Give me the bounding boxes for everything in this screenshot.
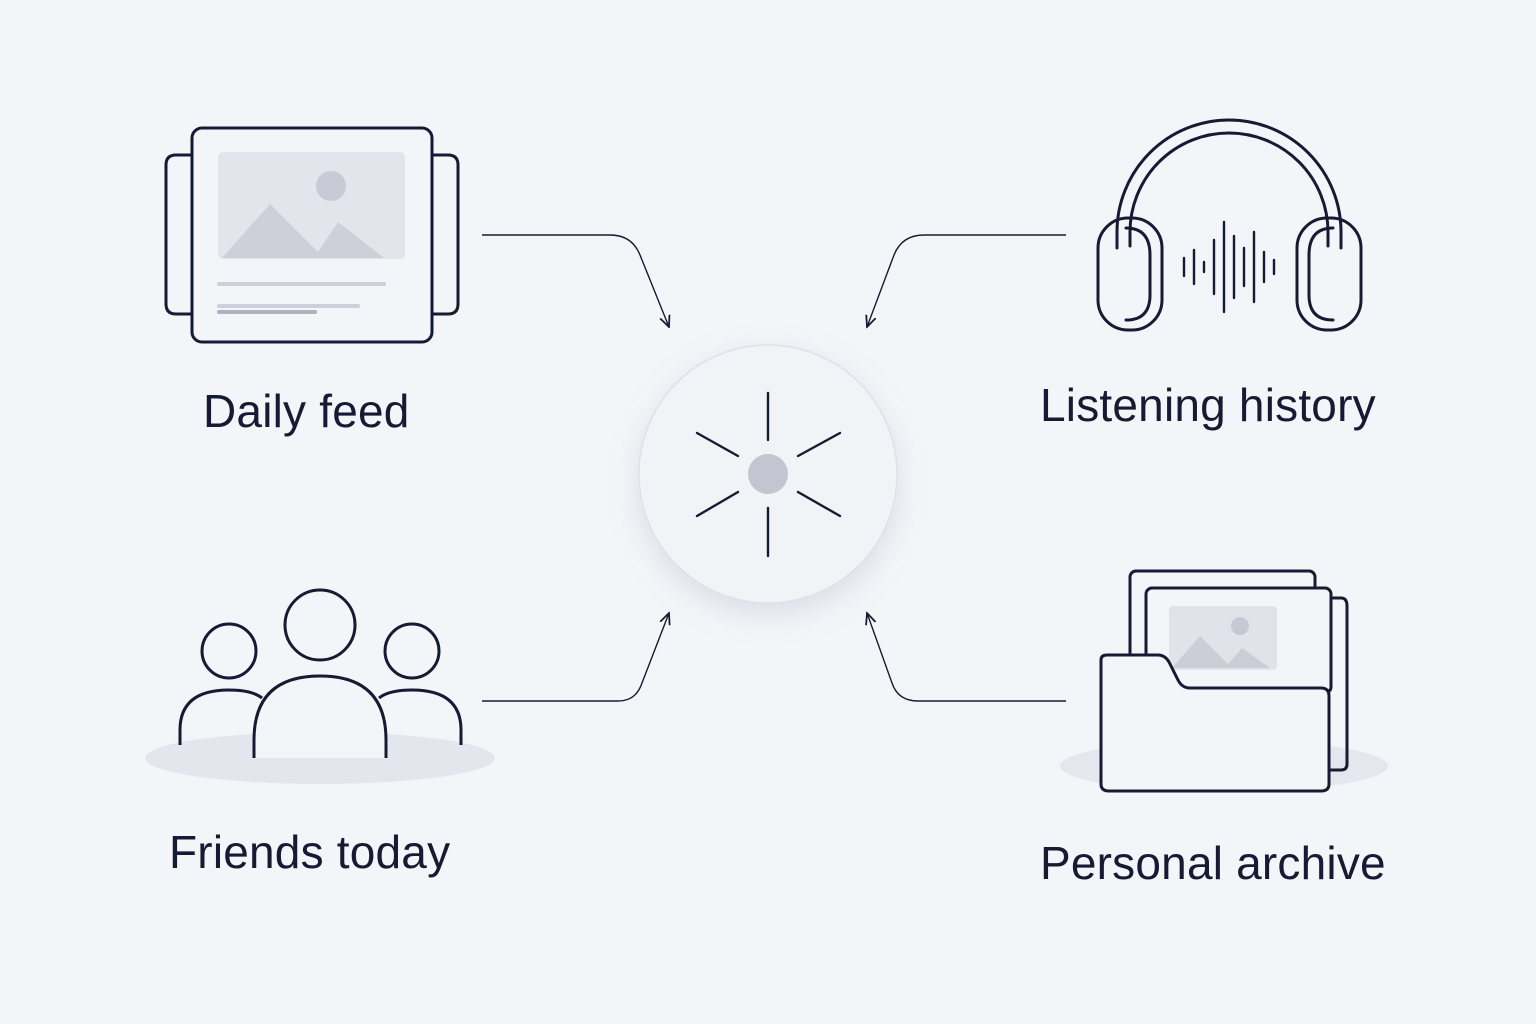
- headphones-icon: [1096, 118, 1363, 332]
- people-group-icon: [145, 588, 495, 784]
- image-card-icon: [164, 126, 460, 344]
- listening-history-label: Listening history: [1040, 379, 1376, 431]
- sparkle-icon: [695, 391, 842, 558]
- connector-arrows: [482, 234, 1066, 702]
- friends-today-label: Friends today: [169, 826, 451, 878]
- photo-folder-icon: [1060, 569, 1388, 793]
- arrow-daily-feed: [482, 234, 669, 327]
- arrow-friends-today: [482, 613, 669, 702]
- arrow-personal-archive: [867, 613, 1066, 702]
- daily-feed-label: Daily feed: [203, 385, 410, 437]
- personal-archive-label: Personal archive: [1040, 837, 1386, 889]
- center-hub: [638, 344, 898, 604]
- arrow-listening-history: [867, 234, 1066, 327]
- sound-wave: [1182, 220, 1276, 314]
